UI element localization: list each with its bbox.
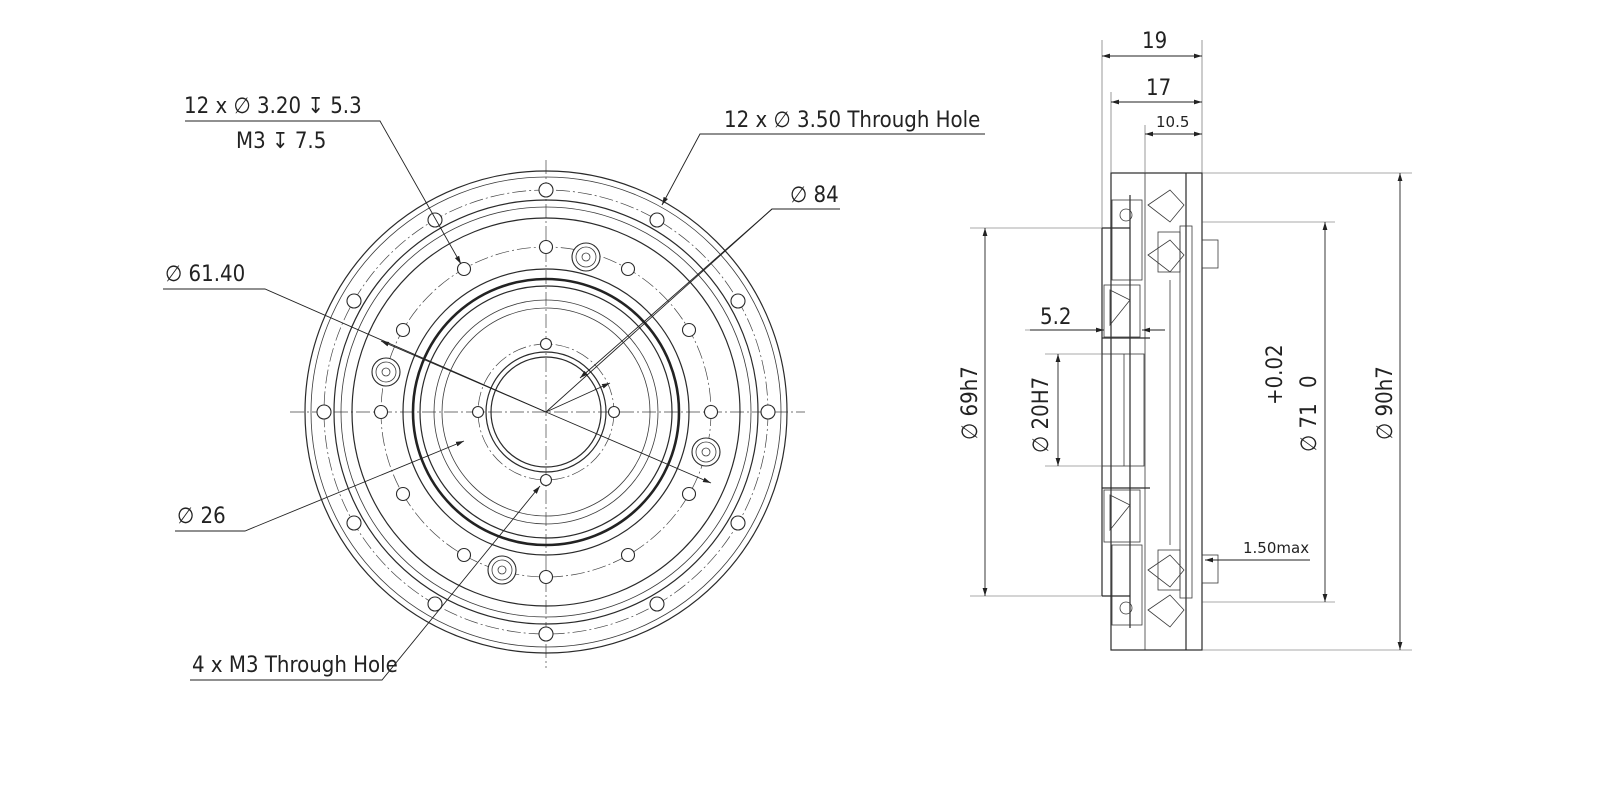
callout-dia-26: ∅ 26 <box>177 504 226 529</box>
bore <box>490 356 602 468</box>
m3-through-holes <box>471 337 621 487</box>
dim-20h7: ∅ 20H7 <box>1029 377 1054 453</box>
tapped-holes <box>373 239 719 585</box>
dim-17: 17 <box>1146 76 1171 101</box>
bearing-seal <box>411 277 681 547</box>
dim-10-5: 10.5 <box>1156 113 1189 131</box>
front-view: 12 x ∅ 3.20 ↧ 5.3 M3 ↧ 7.5 12 x ∅ 3.50 T… <box>163 94 985 681</box>
dim-71: ∅ 71 <box>1297 403 1322 452</box>
bore-chamfer <box>485 351 607 473</box>
callout-dia-61: ∅ 61.40 <box>165 262 245 287</box>
callout-through-holes: 12 x ∅ 3.50 Through Hole <box>724 108 980 133</box>
housing-outline <box>1110 172 1203 651</box>
outer-rim <box>304 170 788 654</box>
flange-ring <box>351 217 741 607</box>
outer-through-holes <box>316 182 776 642</box>
dim-5-2: 5.2 <box>1040 305 1071 330</box>
dim-71-tol-upper: +0.02 <box>1263 344 1288 405</box>
side-view: 19 17 10.5 5.2 1.50max ∅ 69h7 ∅ 20H7 +0.… <box>958 29 1412 651</box>
callout-m3-holes: 4 x M3 Through Hole <box>192 653 398 678</box>
callout-dia-84: ∅ 84 <box>790 183 839 208</box>
dim-69h7: ∅ 69h7 <box>958 366 983 440</box>
hub-step <box>441 307 651 517</box>
outer-flange-edge <box>333 199 759 625</box>
side-dimension-lines <box>982 53 1403 650</box>
callout-tapped-holes-line2: M3 ↧ 7.5 <box>236 129 326 154</box>
bolt-heads <box>371 242 721 585</box>
dim-19: 19 <box>1142 29 1167 54</box>
hub-outer <box>433 299 659 525</box>
bearing-outer <box>402 268 690 556</box>
bearing-inner-ring <box>419 285 673 539</box>
dim-90h7: ∅ 90h7 <box>1373 366 1398 440</box>
outer-rim-inner <box>310 176 782 648</box>
flange-step <box>340 206 752 618</box>
dim-gap: 1.50max <box>1243 539 1309 557</box>
front-leaders <box>163 120 985 681</box>
dim-71-tol-lower: 0 <box>1297 375 1322 388</box>
side-extension-lines <box>970 40 1412 651</box>
callout-tapped-holes-line1: 12 x ∅ 3.20 ↧ 5.3 <box>184 94 362 119</box>
